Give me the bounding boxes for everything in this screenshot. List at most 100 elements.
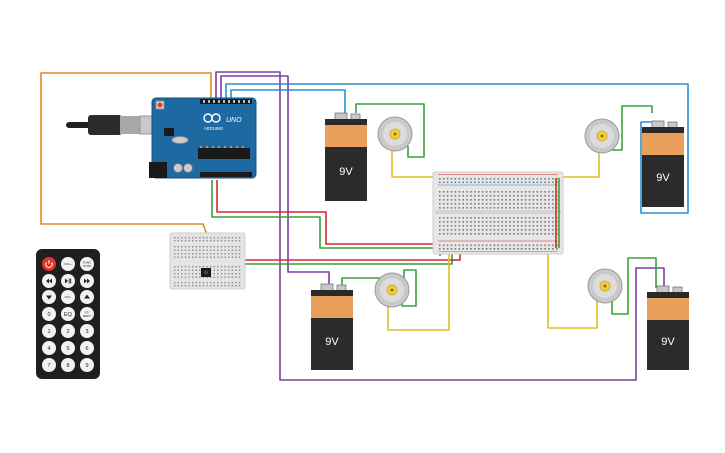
remote-button-4[interactable]: 4 (42, 341, 56, 355)
wire-yellow-motor-top-left[interactable] (391, 146, 438, 178)
remote-button-face (42, 324, 56, 338)
wire-green-ir-gnd[interactable] (209, 252, 453, 265)
remote-button-label: 9 (85, 363, 88, 369)
remote-button-up[interactable] (80, 290, 94, 304)
wire-blue-motor-top-right[interactable] (225, 83, 689, 214)
remote-button-1[interactable]: 1 (42, 324, 56, 338)
wire-green-motor-bottom-right[interactable] (611, 257, 657, 315)
battery-bottom-right[interactable]: 9V (647, 285, 689, 370)
mini-breadboard-hole (199, 282, 201, 284)
breadboard-hole (489, 199, 492, 201)
breadboard-hole (474, 221, 476, 223)
remote-button-5[interactable]: 5 (61, 341, 75, 355)
mini-breadboard-hole (220, 240, 223, 242)
remote-button-9[interactable]: 9 (80, 358, 94, 372)
remote-button-vol-[interactable]: VOL- (61, 290, 75, 304)
mini-breadboard-hole (220, 256, 223, 258)
ir-receiver[interactable] (201, 268, 211, 277)
wire-purple-motor-bottom-right[interactable] (215, 71, 665, 381)
remote-button-7[interactable]: 7 (42, 358, 56, 372)
mini-breadboard-hole (228, 273, 230, 275)
wire-orange-ir-signal[interactable] (40, 72, 212, 272)
motor-shaft (600, 134, 604, 138)
dc-motor-top-left[interactable] (377, 116, 413, 152)
remote-button-vol-[interactable]: VOL+ (61, 257, 75, 271)
remote-button-3[interactable]: 3 (80, 324, 94, 338)
digital-pin-header (200, 99, 252, 104)
breadboard-hole (532, 181, 535, 184)
breadboard-hole (548, 207, 550, 209)
remote-button-rewind[interactable] (42, 274, 56, 288)
breadboard-hole (509, 181, 511, 184)
wire-purple-motor-bottom-left[interactable] (220, 75, 330, 288)
wire-yellow-motor-bottom-left[interactable] (387, 254, 450, 331)
arduino-uno-board[interactable]: ARDUINO UNO (66, 97, 257, 179)
breadboard-hole (513, 191, 515, 193)
remote-button-8[interactable]: 8 (61, 358, 75, 372)
wire-red-ir-vcc[interactable] (209, 252, 461, 261)
breadboard-hole (446, 233, 449, 235)
mini-breadboard-hole (174, 249, 176, 251)
breadboard-hole (548, 199, 550, 201)
remote-button-eq[interactable]: EQ (61, 307, 75, 321)
breadboard-hole (485, 229, 488, 231)
wire-green-motor-bottom-left[interactable] (341, 269, 417, 307)
breadboard-hole (442, 207, 445, 209)
dc-motor-bottom-left[interactable] (374, 272, 410, 308)
breadboard-hole (544, 178, 546, 180)
main-breadboard-holes (439, 178, 558, 250)
breadboard-hole (532, 195, 535, 197)
remote-button-fast-forward[interactable] (80, 274, 94, 288)
battery-top-left[interactable]: 9V (325, 112, 367, 201)
breadboard-hole (462, 199, 464, 201)
battery-bottom-left[interactable]: 9V (311, 283, 353, 370)
remote-button-label: FUNC (83, 260, 92, 264)
dc-motor-top-right[interactable] (584, 118, 620, 154)
breadboard-hole (544, 195, 546, 197)
remote-button-power[interactable] (42, 257, 56, 271)
breadboard-hole (548, 248, 550, 250)
remote-button-label: EQ (64, 312, 73, 318)
breadboard-hole (524, 248, 527, 250)
remote-button-label: REPT (83, 314, 91, 318)
arduino-model-label: UNO (226, 117, 242, 124)
wire-blue-motor-top-left[interactable] (230, 89, 346, 113)
remote-button-label: 6 (85, 346, 88, 352)
wire-green-motor-top-left[interactable] (355, 103, 425, 158)
breadboard-hole (536, 217, 539, 219)
remote-button-play-pause[interactable] (61, 274, 75, 288)
mini-breadboard-hole (184, 246, 187, 248)
breadboard-hole (474, 195, 476, 197)
breadboard-hole (532, 178, 535, 180)
remote-button-down[interactable] (42, 290, 56, 304)
breadboard-hole (528, 207, 531, 209)
dc-motor-bottom-right[interactable] (587, 268, 623, 304)
breadboard-hole (524, 225, 527, 227)
breadboard-hole (501, 248, 503, 250)
breadboard-hole (536, 181, 539, 184)
remote-button-st-rept[interactable]: ST/REPT (80, 307, 94, 321)
mini-breadboard-hole (206, 246, 208, 248)
breadboard-hole (442, 217, 445, 219)
breadboard-hole (454, 195, 457, 197)
breadboard-hole (474, 248, 476, 250)
mini-breadboard-hole (217, 253, 219, 255)
usb-connector (120, 116, 142, 134)
mini-breadboard-hole (188, 285, 190, 287)
mini-breadboard-hole (213, 249, 215, 251)
mini-breadboard-hole (181, 237, 183, 239)
wire-yellow-motor-top-right[interactable] (555, 150, 600, 178)
battery-top-right[interactable]: 9V (642, 120, 684, 207)
remote-button-6[interactable]: 6 (80, 341, 94, 355)
mini-breadboard-hole (235, 269, 237, 271)
breadboard-hole (552, 181, 554, 184)
mini-breadboard-hole (235, 249, 237, 251)
remote-button-0[interactable]: 0 (42, 307, 56, 321)
breadboard-hole (517, 181, 519, 184)
mini-breadboard-hole (217, 282, 219, 284)
mini-breadboard-hole (181, 253, 183, 255)
remote-button-2[interactable]: 2 (61, 324, 75, 338)
wire-yellow-motor-bottom-right[interactable] (547, 254, 598, 329)
